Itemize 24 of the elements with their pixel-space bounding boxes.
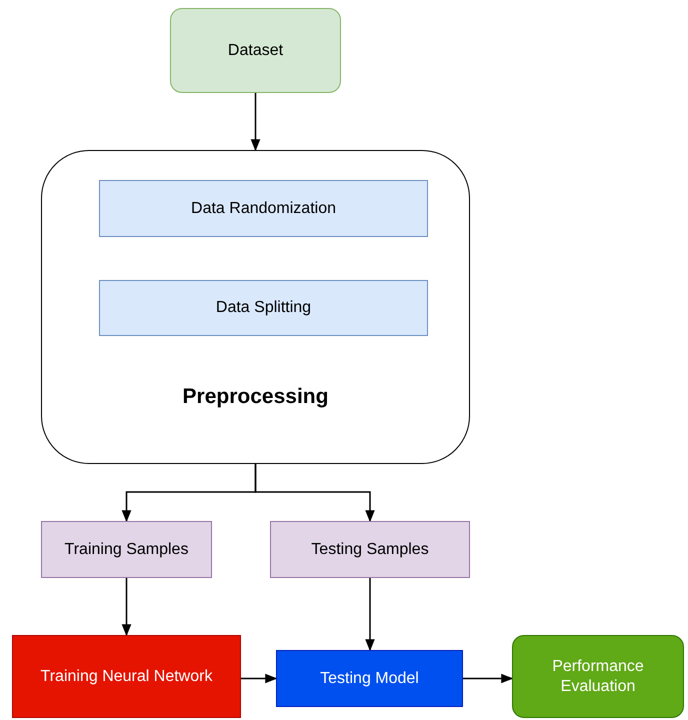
node-label: Testing Model (320, 668, 419, 688)
node-label: Data Splitting (216, 298, 312, 318)
process-box (99, 180, 428, 237)
node-label: Dataset (228, 40, 284, 60)
node-label: Training Neural Network (40, 666, 212, 686)
group-container (41, 150, 470, 464)
arrow (365, 578, 375, 652)
node-label: Performance Evaluation (551, 656, 645, 696)
arrow (254, 464, 375, 522)
arrow (241, 674, 278, 684)
process-box (512, 635, 684, 718)
process-box (12, 635, 241, 718)
arrow (122, 578, 132, 636)
group-title: Preprocessing (182, 384, 330, 410)
data-box (170, 8, 341, 93)
node-label: Data Randomization (191, 198, 336, 218)
arrow (463, 674, 514, 684)
node-label: Training Samples (64, 540, 188, 560)
process-box (41, 521, 212, 578)
arrow (250, 93, 260, 152)
node-label: Testing Samples (311, 540, 429, 560)
process-box (270, 521, 470, 578)
process-box (276, 650, 463, 707)
process-box (99, 280, 428, 336)
